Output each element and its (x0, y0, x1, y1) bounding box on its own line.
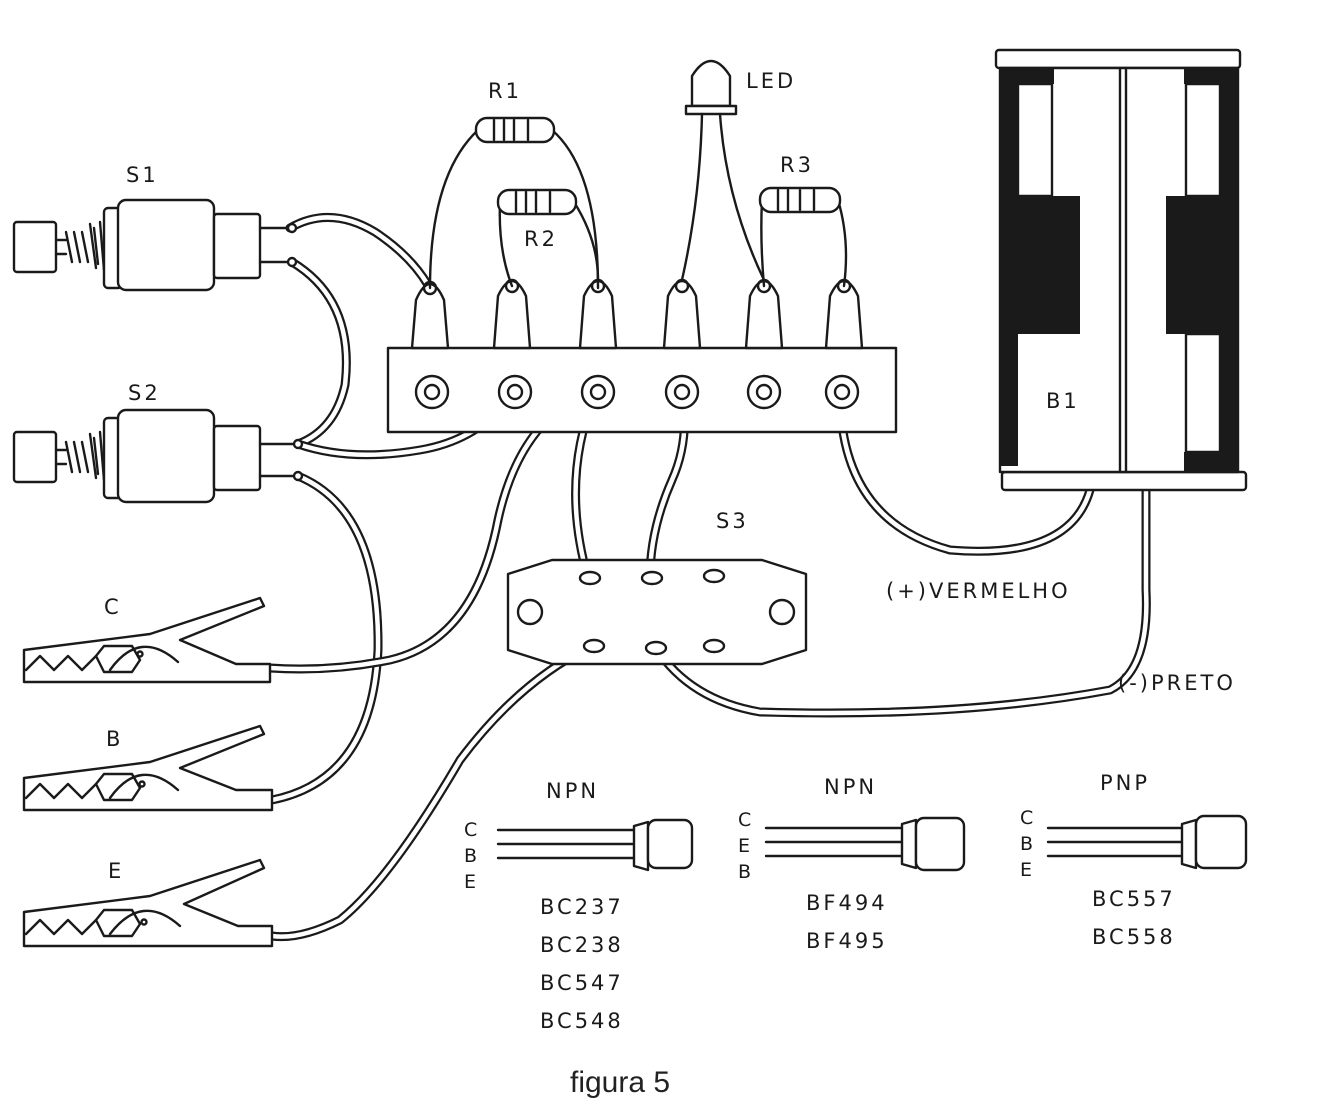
label-led: LED (746, 69, 796, 93)
transistor-npn-1-drawing (496, 818, 694, 872)
transistor-2-pin-3: B (738, 861, 751, 883)
transistor-2-pin-1: C (738, 809, 751, 831)
label-b1: B1 (1046, 389, 1080, 413)
transistor-1-model-2: BC238 (540, 933, 624, 957)
transistor-2-model-2: BF495 (806, 929, 888, 953)
transistor-1-model-3: BC547 (540, 971, 624, 995)
led (680, 59, 766, 282)
label-s3: S3 (716, 509, 749, 533)
label-clip-c: C (104, 595, 122, 619)
resistor-r2 (496, 188, 600, 288)
terminal-strip (386, 278, 898, 434)
label-clip-e: E (108, 859, 124, 883)
transistor-2-pin-2: E (738, 835, 750, 857)
label-s1: S1 (126, 163, 159, 187)
transistor-1-model-1: BC237 (540, 895, 624, 919)
figure-caption: figura 5 (570, 1066, 670, 1099)
transistor-3-model-1: BC557 (1092, 887, 1176, 911)
transistor-3-pin-3: E (1020, 859, 1032, 881)
transistor-npn-2-drawing (764, 816, 966, 872)
push-button-s2 (12, 408, 304, 504)
label-r1: R1 (488, 79, 522, 103)
transistor-1-pin-3: E (464, 871, 476, 893)
transistor-pnp-drawing (1046, 814, 1248, 870)
push-button-s1 (12, 198, 298, 292)
transistor-1-model-4: BC548 (540, 1009, 624, 1033)
transistor-2-type: NPN (824, 775, 877, 799)
transistor-3-pin-1: C (1020, 807, 1033, 829)
resistor-r3 (758, 186, 848, 288)
label-s2: S2 (128, 381, 161, 405)
alligator-clip-b (22, 724, 274, 812)
transistor-2-model-1: BF494 (806, 891, 888, 915)
alligator-clip-e (22, 858, 274, 948)
battery-holder-b1 (994, 48, 1248, 492)
transistor-3-type: PNP (1100, 771, 1150, 795)
transistor-3-model-2: BC558 (1092, 925, 1176, 949)
transistor-1-type: NPN (546, 779, 599, 803)
resistor-r1 (428, 116, 600, 290)
label-positive-lead: (+)VERMELHO (886, 579, 1071, 603)
label-r2: R2 (524, 227, 558, 251)
transistor-3-pin-2: B (1020, 833, 1033, 855)
alligator-clip-c (22, 596, 272, 684)
labels: S1 S2 R1 R2 R3 LED B1 S3 C B E (+)VERMEL… (104, 69, 1236, 1099)
strip-eyelets (414, 374, 860, 410)
strip-lugs (410, 278, 864, 350)
label-r3: R3 (780, 153, 814, 177)
slide-switch-s3 (506, 558, 808, 666)
transistor-1-pin-1: C (464, 819, 477, 841)
label-negative-lead: (-)PRETO (1118, 671, 1236, 695)
label-clip-b: B (106, 727, 123, 751)
transistor-1-pin-2: B (464, 845, 477, 867)
